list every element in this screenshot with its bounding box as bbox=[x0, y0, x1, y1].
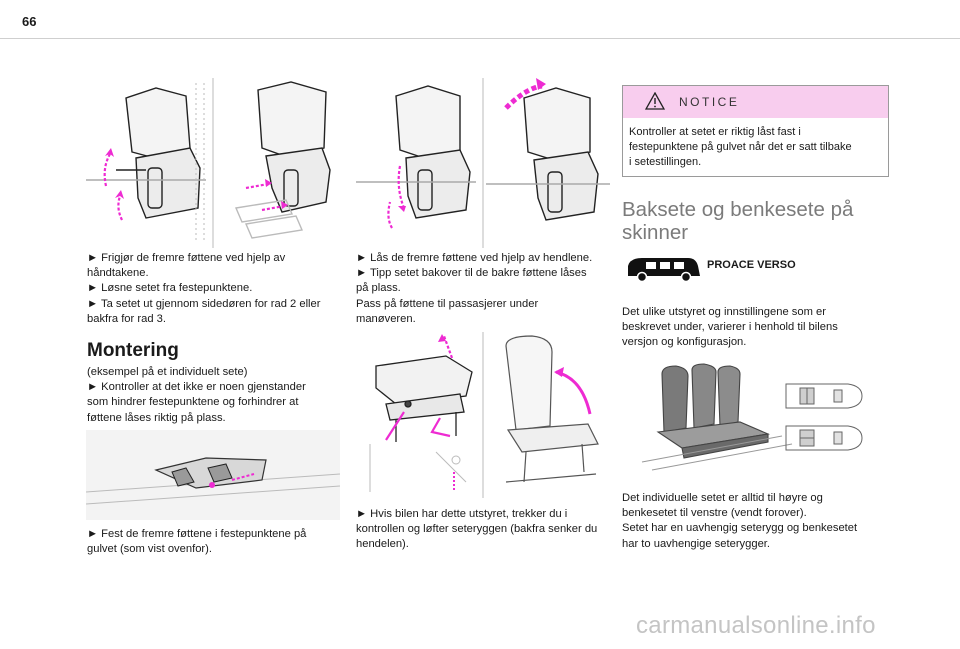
text-line: på plass. bbox=[356, 282, 401, 295]
text-line: bakfra for rad 3. bbox=[87, 312, 166, 325]
section-title-line: Baksete og benkesete på bbox=[622, 198, 854, 221]
text-line: ► Kontroller at det ikke er noen gjensta… bbox=[87, 381, 306, 394]
illustration-seatback-control bbox=[356, 332, 610, 498]
illustration-seat-lock bbox=[356, 78, 610, 248]
text-line: (eksempel på et individuelt sete) bbox=[87, 366, 248, 378]
text-line: som hindrer festepunktene og forhindrer … bbox=[87, 396, 299, 409]
warning-icon bbox=[644, 91, 666, 115]
text-line: ► Tipp setet bakover til de bakre føtten… bbox=[356, 267, 587, 280]
notice-title: NOTICE bbox=[679, 95, 740, 109]
text-line: beskrevet under, varierer i henhold til … bbox=[622, 321, 838, 334]
text-line: ► Frigjør de fremre føttene ved hjelp av bbox=[87, 252, 286, 264]
col1-mounting-text: (eksempel på et individuelt sete) ► Kont… bbox=[87, 365, 306, 426]
text-line: i setestillingen. bbox=[629, 156, 702, 168]
col3-seat-text: Det individuelle setet er alltid til høy… bbox=[622, 491, 857, 552]
text-line: Setet har en uavhengig seterygg og benke… bbox=[622, 522, 858, 535]
illustration-bench-seats bbox=[622, 362, 890, 474]
col3-intro-text: Det ulike utstyret og innstillingene som… bbox=[622, 305, 838, 351]
illustration-floor-anchor bbox=[86, 430, 340, 520]
text-line: ► Lås de fremre føttene ved hjelp av hen… bbox=[356, 252, 593, 264]
page-number: 66 bbox=[22, 14, 37, 29]
text-line: har to uavhengige seterygger. bbox=[622, 537, 771, 550]
text-line: versjon og konfigurasjon. bbox=[622, 336, 747, 349]
text-line: Kontroller at setet er riktig låst fast … bbox=[629, 126, 801, 138]
notice-header: NOTICE bbox=[623, 86, 888, 118]
text-line: Pass på føttene til passasjerer under bbox=[356, 297, 539, 310]
text-line: benkesetet til venstre (vendt forover). bbox=[622, 507, 807, 520]
text-line: føttene låses riktig på plass. bbox=[87, 411, 226, 424]
col1-removal-text: ► Frigjør de fremre føttene ved hjelp av… bbox=[87, 251, 321, 327]
col1-fasten-text: ► Fest de fremre føttene i festepunktene… bbox=[87, 527, 306, 557]
text-line: ► Fest de fremre føttene i festepunktene… bbox=[87, 528, 307, 540]
notice-box: NOTICE Kontroller at setet er riktig lås… bbox=[622, 85, 889, 177]
text-line: gulvet (som vist ovenfor). bbox=[87, 543, 212, 556]
top-divider bbox=[0, 38, 960, 39]
text-line: kontrollen og løfter seteryggen (bakfra … bbox=[356, 523, 598, 536]
col2-control-text: ► Hvis bilen har dette utstyret, trekker… bbox=[356, 507, 597, 553]
text-line: Det ulike utstyret og innstillingene som… bbox=[622, 306, 826, 318]
text-line: manøveren. bbox=[356, 312, 416, 325]
section-title-line: skinner bbox=[622, 221, 689, 244]
model-label: PROACE VERSO bbox=[707, 259, 796, 271]
col2-lock-text: ► Lås de fremre føttene ved hjelp av hen… bbox=[356, 251, 592, 327]
text-line: Det individuelle setet er alltid til høy… bbox=[622, 492, 823, 504]
text-line: håndtakene. bbox=[87, 267, 149, 280]
text-line: hendelen). bbox=[356, 538, 409, 551]
van-icon bbox=[622, 254, 704, 289]
illustration-seat-removal bbox=[86, 78, 340, 248]
section-title: Baksete og benkesete på skinner bbox=[622, 198, 853, 244]
text-line: festepunktene på gulvet når det er satt … bbox=[629, 141, 852, 153]
text-line: ► Hvis bilen har dette utstyret, trekker… bbox=[356, 508, 568, 520]
text-line: ► Løsne setet fra festepunktene. bbox=[87, 282, 253, 295]
heading-montering: Montering bbox=[87, 340, 179, 361]
watermark: carmanualsonline.info bbox=[636, 612, 876, 639]
notice-body: Kontroller at setet er riktig låst fast … bbox=[629, 125, 852, 170]
text-line: ► Ta setet ut gjennom sidedøren for rad … bbox=[87, 297, 321, 310]
